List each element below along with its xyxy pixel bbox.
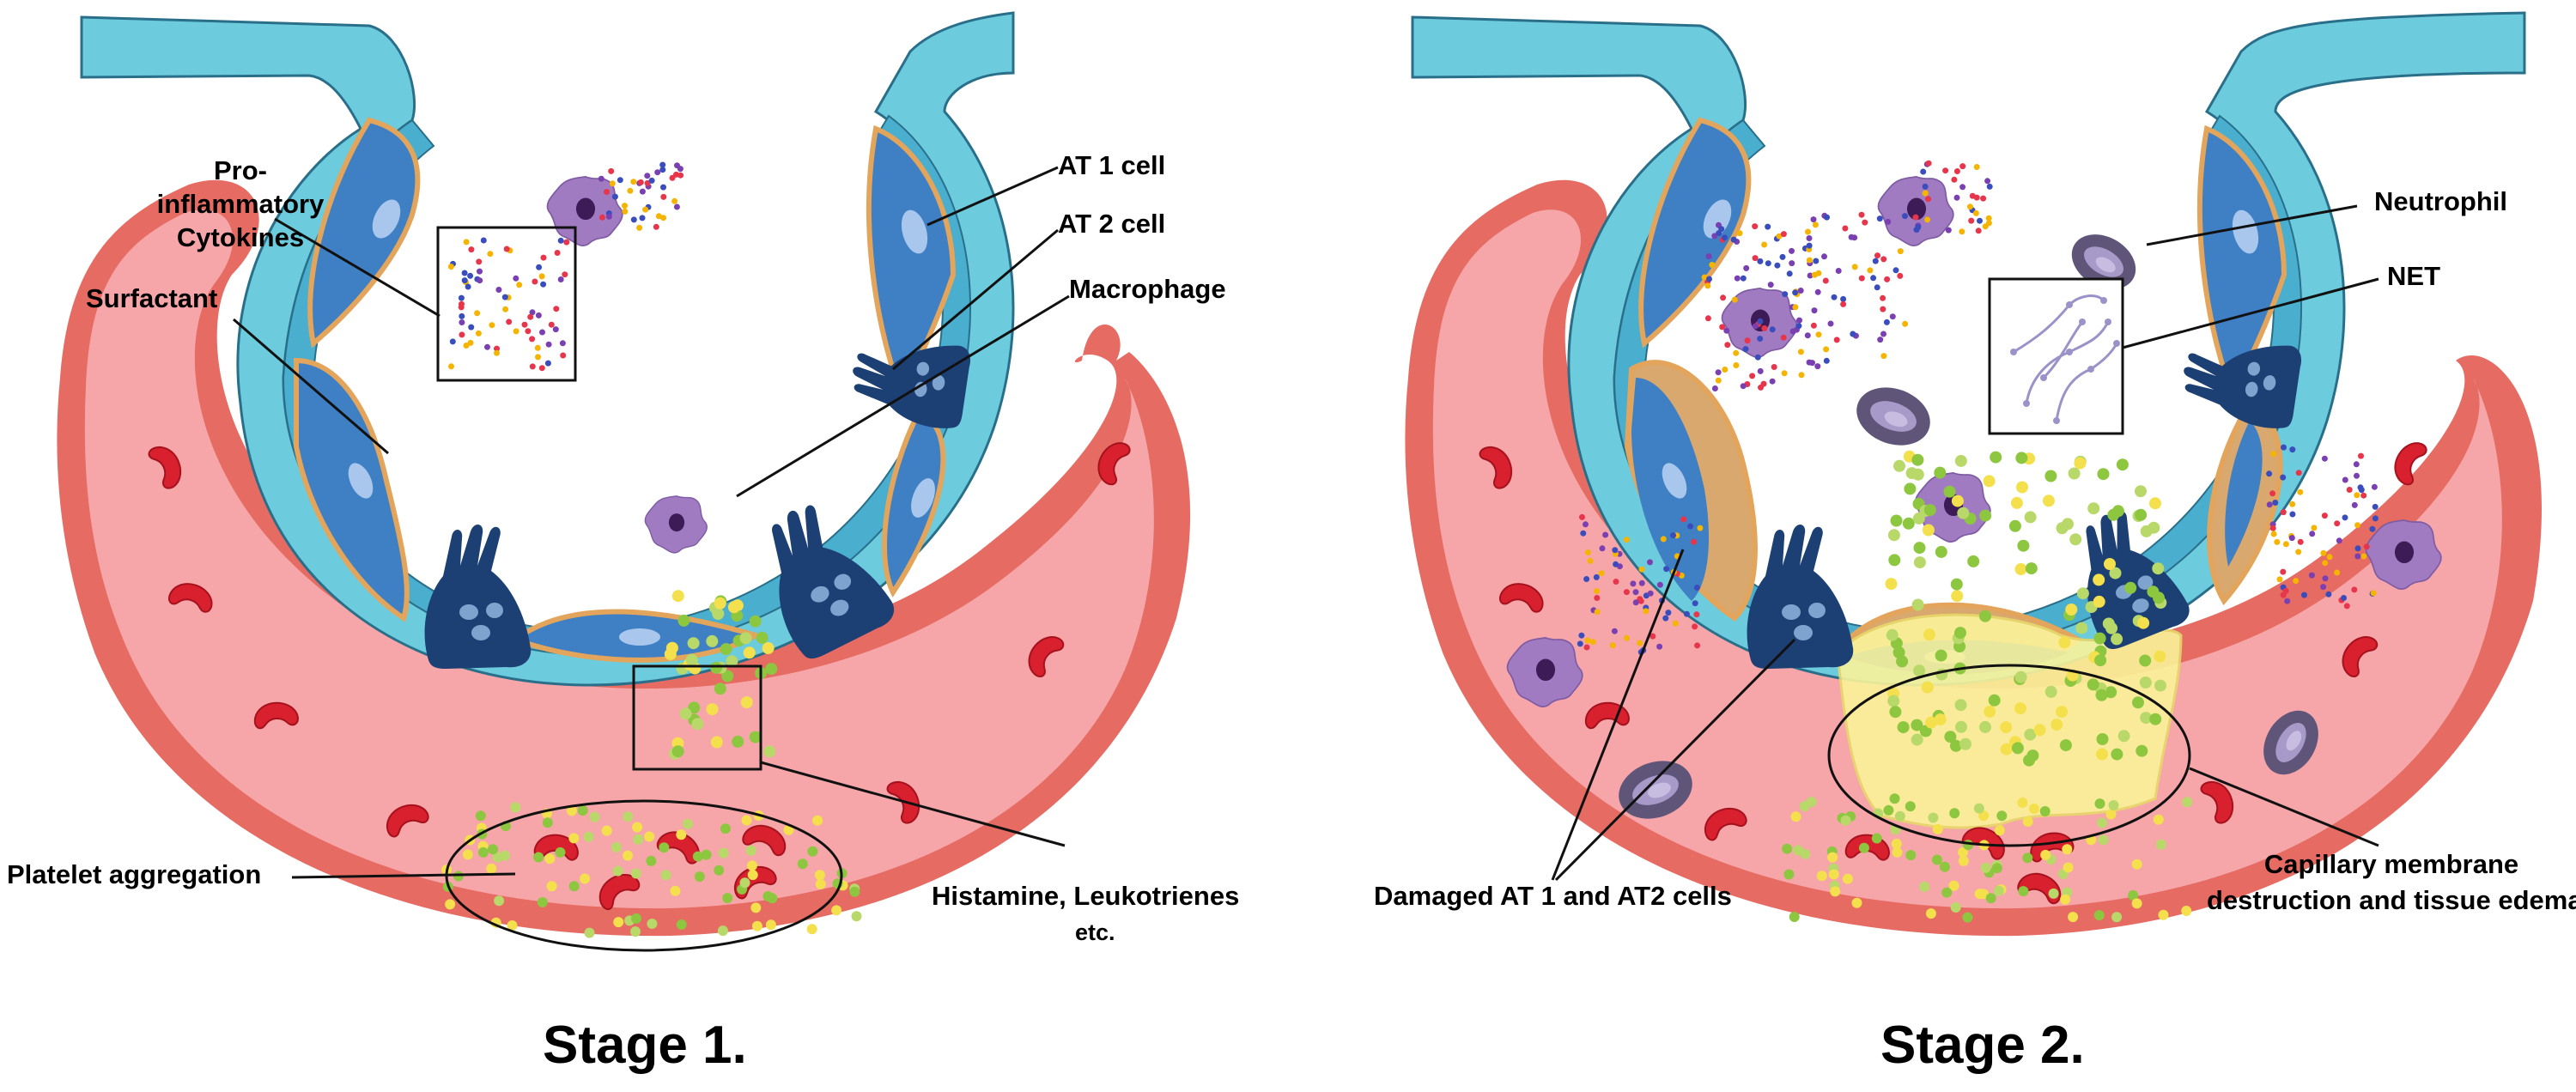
label-capillary-membrane-line2: destruction and tissue edema xyxy=(2207,885,2576,915)
stage2-capillary-ellipse xyxy=(1827,664,2191,847)
stage1-platelet-dots xyxy=(441,590,862,938)
stage2-net-box xyxy=(1988,277,2124,435)
stage2-at1-cell-left-upper xyxy=(1638,117,1752,349)
label-etc: etc. xyxy=(1075,919,1115,945)
label-histamine-leukotrienes: Histamine, Leukotrienes xyxy=(932,881,1240,911)
stage2-leader-lines xyxy=(1551,204,2379,882)
stage1-cytokine-box xyxy=(436,226,577,382)
net-nodes xyxy=(2010,297,2120,424)
label-damaged-at-cells: Damaged AT 1 and AT2 cells xyxy=(1374,881,1732,911)
label-neutrophil: Neutrophil xyxy=(2374,186,2507,216)
stage1-at1-cell-left-lower xyxy=(294,357,410,622)
stage1-title: Stage 1. xyxy=(543,1016,747,1075)
label-at2-cell: AT 2 cell xyxy=(1058,209,1166,239)
stage2-title: Stage 2. xyxy=(1880,1016,2085,1075)
label-at1-cell: AT 1 cell xyxy=(1058,150,1166,180)
label-net: NET xyxy=(2387,261,2440,291)
label-platelet-aggregation: Platelet aggregation xyxy=(7,859,262,889)
stage2-particle-dots xyxy=(1577,160,2379,923)
stage1-diagram xyxy=(57,11,1191,952)
at1-nucleus-icon xyxy=(372,199,401,239)
stage1-vessel-lumen xyxy=(84,209,1154,909)
stage2-diagram xyxy=(1405,11,2543,937)
stage1-at1-cell-left-upper xyxy=(307,117,421,349)
label-capillary-membrane-line1: Capillary membrane xyxy=(2263,849,2519,879)
stage2-tissue-edema xyxy=(1836,613,2183,829)
stage1-cytokine-dots xyxy=(447,161,684,372)
stage1-histamine-box xyxy=(632,664,762,771)
stage1-leader-lines xyxy=(233,166,1070,879)
label-surfactant: Surfactant xyxy=(86,283,218,313)
label-macrophage: Macrophage xyxy=(1069,274,1226,304)
label-pro-inflammatory-cytokines: Pro-inflammatory Cytokines xyxy=(156,155,325,252)
